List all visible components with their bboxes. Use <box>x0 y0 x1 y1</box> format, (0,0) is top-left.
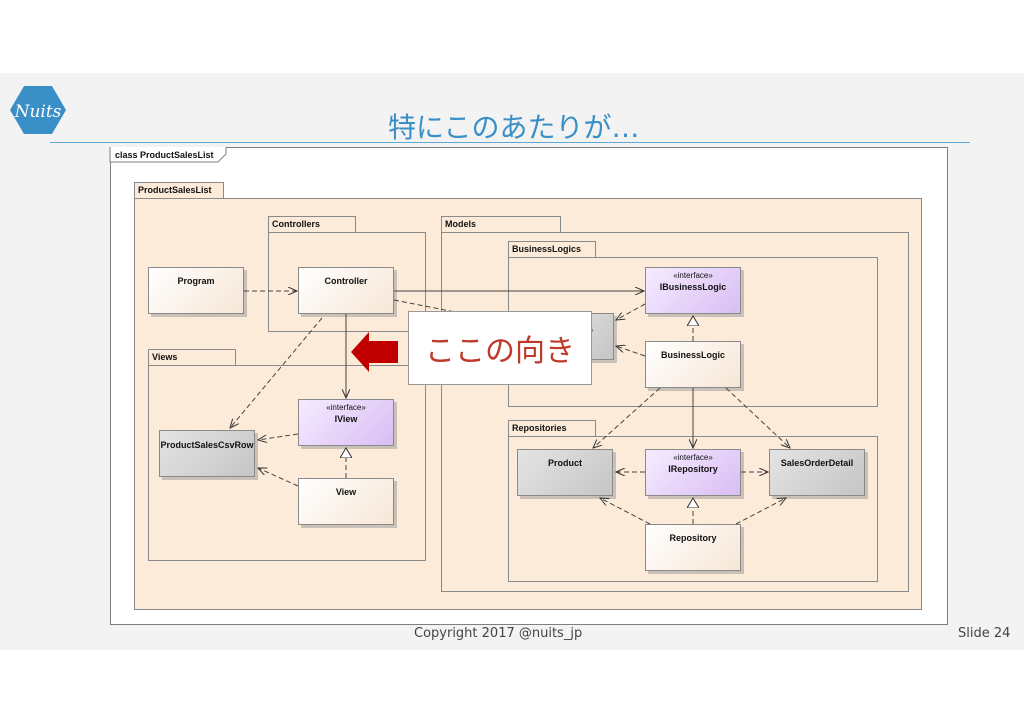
package-tab-root: ProductSalesList <box>134 182 224 198</box>
logo-text: Nuits <box>14 102 62 122</box>
class-business-logic: BusinessLogic <box>645 341 741 388</box>
slide-number: Slide 24 <box>958 626 1011 641</box>
callout-text: ここの向き <box>425 334 575 369</box>
callout-box: ここの向き <box>408 311 592 385</box>
interface-iview: «interface»IView <box>298 399 394 446</box>
package-tab-views: Views <box>148 349 236 365</box>
interface-irepository: «interface»IRepository <box>645 449 741 496</box>
slide-title: 特にこのあたりが… <box>388 111 640 144</box>
class-repository: Repository <box>645 524 741 571</box>
copyright-text: Copyright 2017 @nuits_jp <box>414 626 583 641</box>
package-tab-business-logics: BusinessLogics <box>508 241 596 257</box>
class-program: Program <box>148 267 244 314</box>
title-divider <box>50 142 970 143</box>
class-sales-order-detail: SalesOrderDetail <box>769 449 865 496</box>
class-product-sales-csv-row: ProductSalesCsvRow <box>159 430 255 477</box>
package-tab-models: Models <box>441 216 561 232</box>
nuits-logo: Nuits <box>10 86 66 134</box>
class-view: View <box>298 478 394 525</box>
package-tab-controllers: Controllers <box>268 216 356 232</box>
frame-label: class ProductSalesList <box>115 150 214 160</box>
class-product: Product <box>517 449 613 496</box>
package-tab-repositories: Repositories <box>508 420 596 436</box>
class-controller: Controller <box>298 267 394 314</box>
interface-ibusiness-logic: «interface»IBusinessLogic <box>645 267 741 314</box>
